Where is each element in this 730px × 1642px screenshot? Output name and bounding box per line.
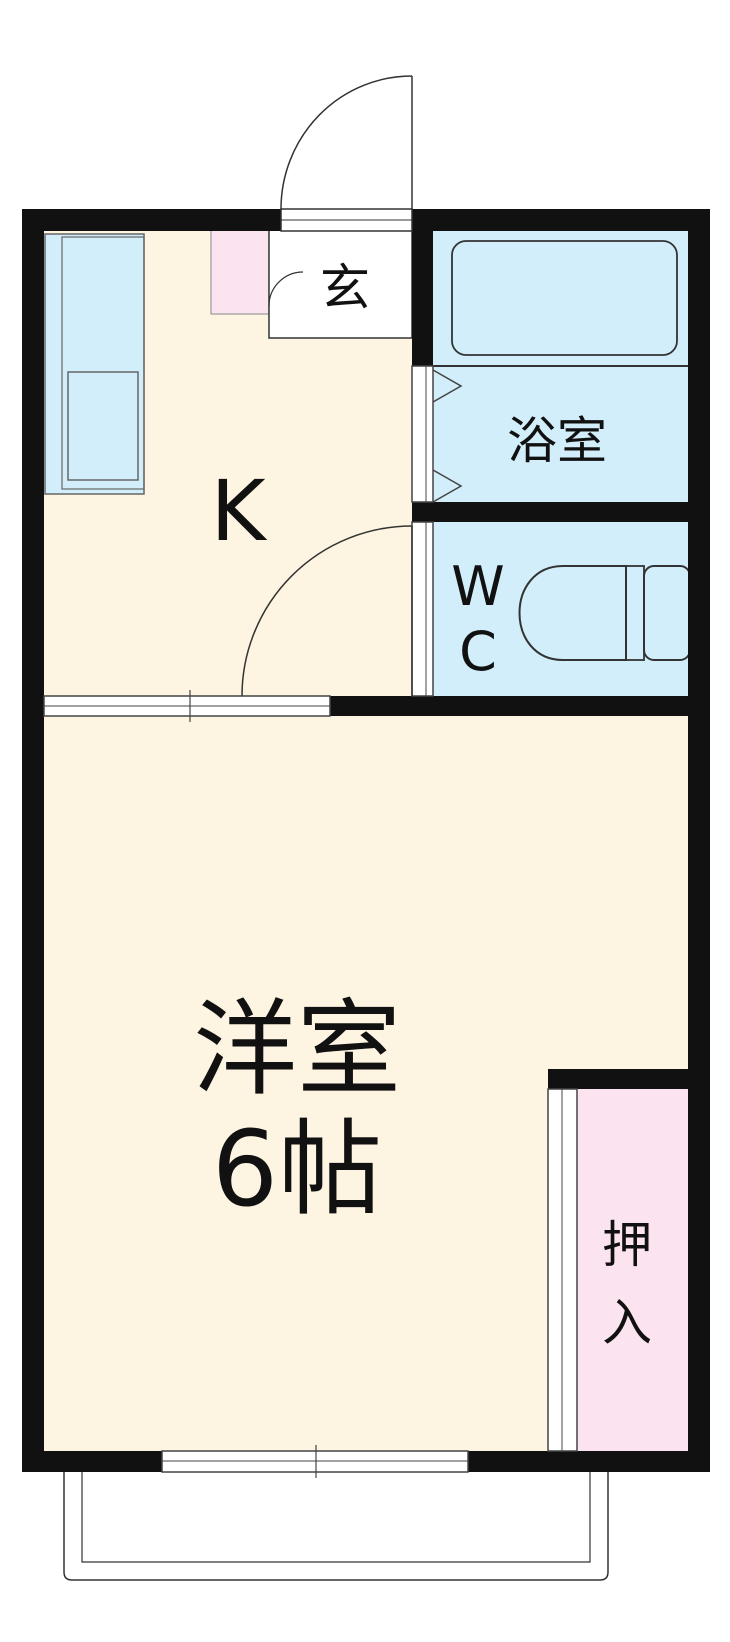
label-toilet-w: W	[451, 555, 504, 618]
label-closet-2: 入	[602, 1294, 652, 1352]
floor-bath	[433, 230, 692, 508]
entrance-floor	[268, 229, 413, 339]
label-toilet-c: C	[459, 620, 497, 683]
toilet-door	[411, 521, 434, 697]
label-bath: 浴室	[507, 412, 607, 470]
entrance-mat	[210, 229, 270, 315]
floor-toilet	[433, 522, 692, 700]
door-swing-arc	[268, 271, 304, 307]
wall-top-left	[22, 209, 281, 231]
label-closet-1: 押	[602, 1216, 652, 1274]
sink-icon	[61, 236, 145, 490]
stove-icon	[67, 371, 139, 481]
label-entrance: 玄	[320, 259, 370, 317]
wall-left	[22, 209, 44, 1472]
bathtub-icon	[451, 240, 678, 356]
door-swing-arc	[280, 75, 413, 210]
wall-bath-toilet	[412, 502, 710, 522]
floor-closet	[577, 1089, 692, 1451]
wall-top-right	[412, 209, 710, 231]
wall-bottom-left	[22, 1451, 162, 1472]
kitchen-counter	[44, 233, 145, 495]
label-room-size: 6帖	[212, 1108, 382, 1230]
door-swing-arc	[241, 525, 413, 697]
wall-kitchen-room	[330, 696, 710, 716]
wall-closet-top	[548, 1069, 710, 1089]
bath-door	[411, 365, 434, 503]
label-western-room: 洋室	[193, 988, 401, 1110]
toilet-icon	[518, 565, 627, 661]
label-kitchen: K	[210, 462, 267, 560]
balcony	[63, 1472, 609, 1581]
wall-bottom-right	[468, 1451, 710, 1472]
wall-right	[688, 209, 710, 1472]
